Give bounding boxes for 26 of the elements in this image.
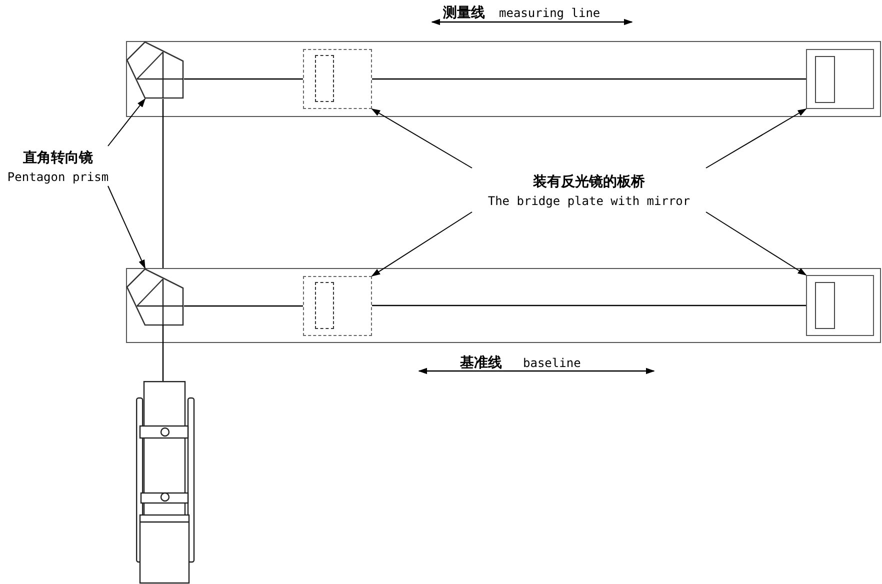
light-beam bbox=[372, 78, 806, 80]
guide-rail bbox=[126, 41, 881, 117]
mirror-target bbox=[806, 274, 874, 336]
axis-label: measuring line bbox=[499, 6, 600, 20]
mirror-target bbox=[806, 48, 874, 108]
callout-heading: 装有反光镜的板桥 bbox=[533, 172, 645, 190]
bridge-plate bbox=[302, 48, 372, 108]
light-beam bbox=[184, 305, 303, 307]
leader-line bbox=[371, 108, 472, 168]
axis-label: baseline bbox=[523, 356, 581, 370]
leader-line bbox=[108, 186, 146, 269]
axis-label: 基准线 bbox=[460, 354, 502, 372]
callout-text: The bridge plate with mirror bbox=[488, 194, 690, 208]
bridge-plate bbox=[302, 276, 372, 336]
axis-label: 测量线 bbox=[443, 4, 485, 22]
light-beam bbox=[162, 325, 164, 381]
guide-rail bbox=[126, 268, 881, 343]
leader-line bbox=[706, 212, 807, 276]
callout-heading: 直角转向镜 bbox=[23, 148, 93, 166]
light-beam bbox=[162, 99, 164, 268]
leader-line bbox=[706, 108, 807, 168]
light-beam bbox=[372, 304, 806, 306]
light-beam bbox=[184, 78, 303, 80]
leader-line bbox=[371, 212, 472, 276]
leader-line bbox=[108, 98, 146, 146]
callout-text: Pentagon prism bbox=[7, 170, 109, 184]
